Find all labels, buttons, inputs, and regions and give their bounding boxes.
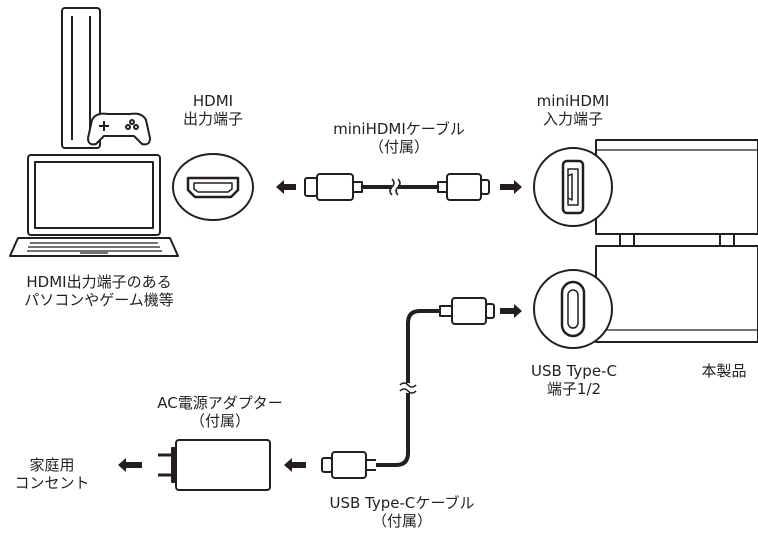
arrow-to-outlet: [118, 458, 142, 472]
product-monitor-icon: [595, 139, 758, 343]
arrow-to-usb-c-port: [500, 304, 522, 318]
laptop-icon: [9, 154, 179, 257]
arrow-to-hdmi-port: [276, 180, 296, 194]
ac-adapter-label: AC電源アダプター （付属）: [157, 394, 283, 430]
product-label: 本製品: [701, 362, 747, 380]
hdmi-port-icon: [172, 153, 254, 221]
game-controller-icon: [87, 112, 151, 146]
mini-hdmi-cable-icon: [304, 173, 490, 201]
usb-c-cable-label: USB Type-Cケーブル （付属）: [329, 494, 475, 530]
outlet-label: 家庭用 コンセント: [14, 456, 90, 492]
usb-c-cable-icon: [321, 297, 495, 479]
usb-c-port-label: USB Type-C 端子1/2: [531, 362, 617, 398]
ac-adapter-icon: [158, 439, 271, 491]
mini-hdmi-port-icon: [533, 147, 613, 227]
tower-pc-icon: [61, 7, 101, 149]
mini-hdmi-cable-label: miniHDMIケーブル （付属）: [333, 120, 465, 156]
source-device-label: HDMI出力端子のある パソコンやゲーム機等: [24, 273, 174, 309]
hdmi-out-label: HDMI 出力端子: [182, 92, 243, 128]
mini-hdmi-in-label: miniHDMI 入力端子: [536, 92, 610, 128]
arrow-to-ac-adapter: [284, 458, 306, 472]
usb-c-port-icon: [533, 269, 613, 349]
arrow-to-mini-hdmi-port: [500, 180, 522, 194]
